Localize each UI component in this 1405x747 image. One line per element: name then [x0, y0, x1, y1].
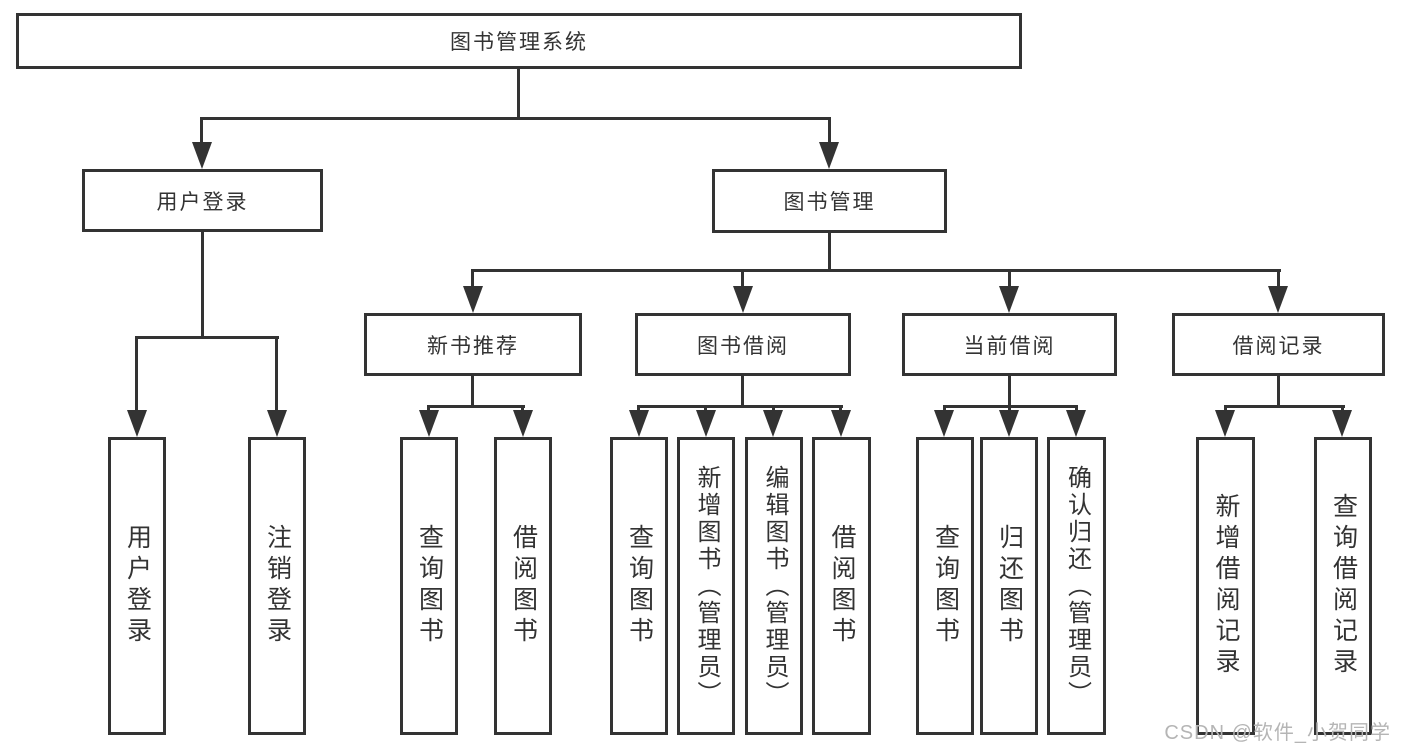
connector-line	[200, 117, 831, 120]
arrow-down-icon	[513, 410, 533, 437]
connector-line	[943, 405, 1078, 408]
arrow-down-icon	[192, 142, 212, 169]
connector-line	[427, 405, 525, 408]
leaf-borrow-borrow-books: 借阅图书	[812, 437, 871, 735]
connector-line	[1224, 405, 1345, 408]
arrow-down-icon	[696, 410, 716, 437]
arrow-down-icon	[463, 286, 483, 313]
connector-line	[135, 336, 279, 339]
connector-line	[637, 405, 843, 408]
arrow-down-icon	[999, 286, 1019, 313]
leaf-label: 查询图书	[931, 524, 960, 648]
node-root: 图书管理系统	[16, 13, 1022, 69]
leaf-label: 查询借阅记录	[1329, 493, 1358, 679]
connector-line	[275, 339, 278, 411]
node-user-login: 用户登录	[82, 169, 323, 232]
node-book-management: 图书管理	[712, 169, 947, 233]
leaf-current-query-books: 查询图书	[916, 437, 974, 735]
leaf-current-return-books: 归还图书	[980, 437, 1038, 735]
connector-line	[741, 272, 744, 286]
leaf-borrow-add-books-admin: 新增图书（管理员）	[677, 437, 735, 735]
node-borrow-records: 借阅记录	[1172, 313, 1385, 376]
connector-line	[200, 120, 203, 144]
arrow-down-icon	[819, 142, 839, 169]
connector-line	[471, 272, 474, 286]
arrow-down-icon	[267, 410, 287, 437]
leaf-current-confirm-return-admin: 确认归还（管理员）	[1047, 437, 1106, 735]
leaf-label: 借阅图书	[509, 524, 538, 648]
node-new-book-recommend: 新书推荐	[364, 313, 582, 376]
connector-line	[1277, 376, 1280, 408]
leaf-borrow-edit-books-admin: 编辑图书（管理员）	[745, 437, 803, 735]
arrow-down-icon	[934, 410, 954, 437]
leaf-label: 确认归还（管理员）	[1063, 464, 1091, 708]
leaf-logout: 注销登录	[248, 437, 306, 735]
arrow-down-icon	[1215, 410, 1235, 437]
arrow-down-icon	[127, 410, 147, 437]
connector-line	[471, 376, 474, 408]
arrow-down-icon	[1268, 286, 1288, 313]
connector-line	[741, 376, 744, 408]
arrow-down-icon	[629, 410, 649, 437]
connector-line	[1008, 272, 1011, 286]
watermark-text: CSDN @软件_小贺同学	[1164, 722, 1391, 744]
connector-line	[517, 68, 520, 118]
leaf-label: 用户登录	[123, 524, 152, 648]
leaf-label: 新增借阅记录	[1212, 493, 1240, 679]
leaf-label: 归还图书	[995, 524, 1024, 648]
arrow-down-icon	[763, 410, 783, 437]
leaf-label: 查询图书	[415, 524, 444, 648]
leaf-recommend-query-books: 查询图书	[400, 437, 458, 735]
arrow-down-icon	[1066, 410, 1086, 437]
leaf-records-query-record: 查询借阅记录	[1314, 437, 1372, 735]
leaf-label: 新增图书（管理员）	[693, 464, 720, 708]
leaf-user-login: 用户登录	[108, 437, 166, 735]
connector-line	[471, 269, 1281, 272]
arrow-down-icon	[831, 410, 851, 437]
leaf-label: 注销登录	[263, 524, 292, 648]
connector-line	[135, 339, 138, 411]
connector-line	[1277, 272, 1280, 286]
connector-line	[828, 232, 831, 272]
node-book-borrow: 图书借阅	[635, 313, 851, 376]
leaf-label: 借阅图书	[828, 524, 856, 648]
arrow-down-icon	[733, 286, 753, 313]
node-current-borrow: 当前借阅	[902, 313, 1117, 376]
leaf-recommend-borrow-books: 借阅图书	[494, 437, 552, 735]
connector-line	[1008, 376, 1011, 408]
connector-line	[201, 231, 204, 338]
arrow-down-icon	[419, 410, 439, 437]
leaf-label: 查询图书	[625, 524, 654, 648]
arrow-down-icon	[999, 410, 1019, 437]
leaf-records-add-record: 新增借阅记录	[1196, 437, 1255, 735]
leaf-label: 编辑图书（管理员）	[761, 464, 788, 708]
leaf-borrow-query-books: 查询图书	[610, 437, 668, 735]
connector-line	[828, 120, 831, 144]
arrow-down-icon	[1332, 410, 1352, 437]
